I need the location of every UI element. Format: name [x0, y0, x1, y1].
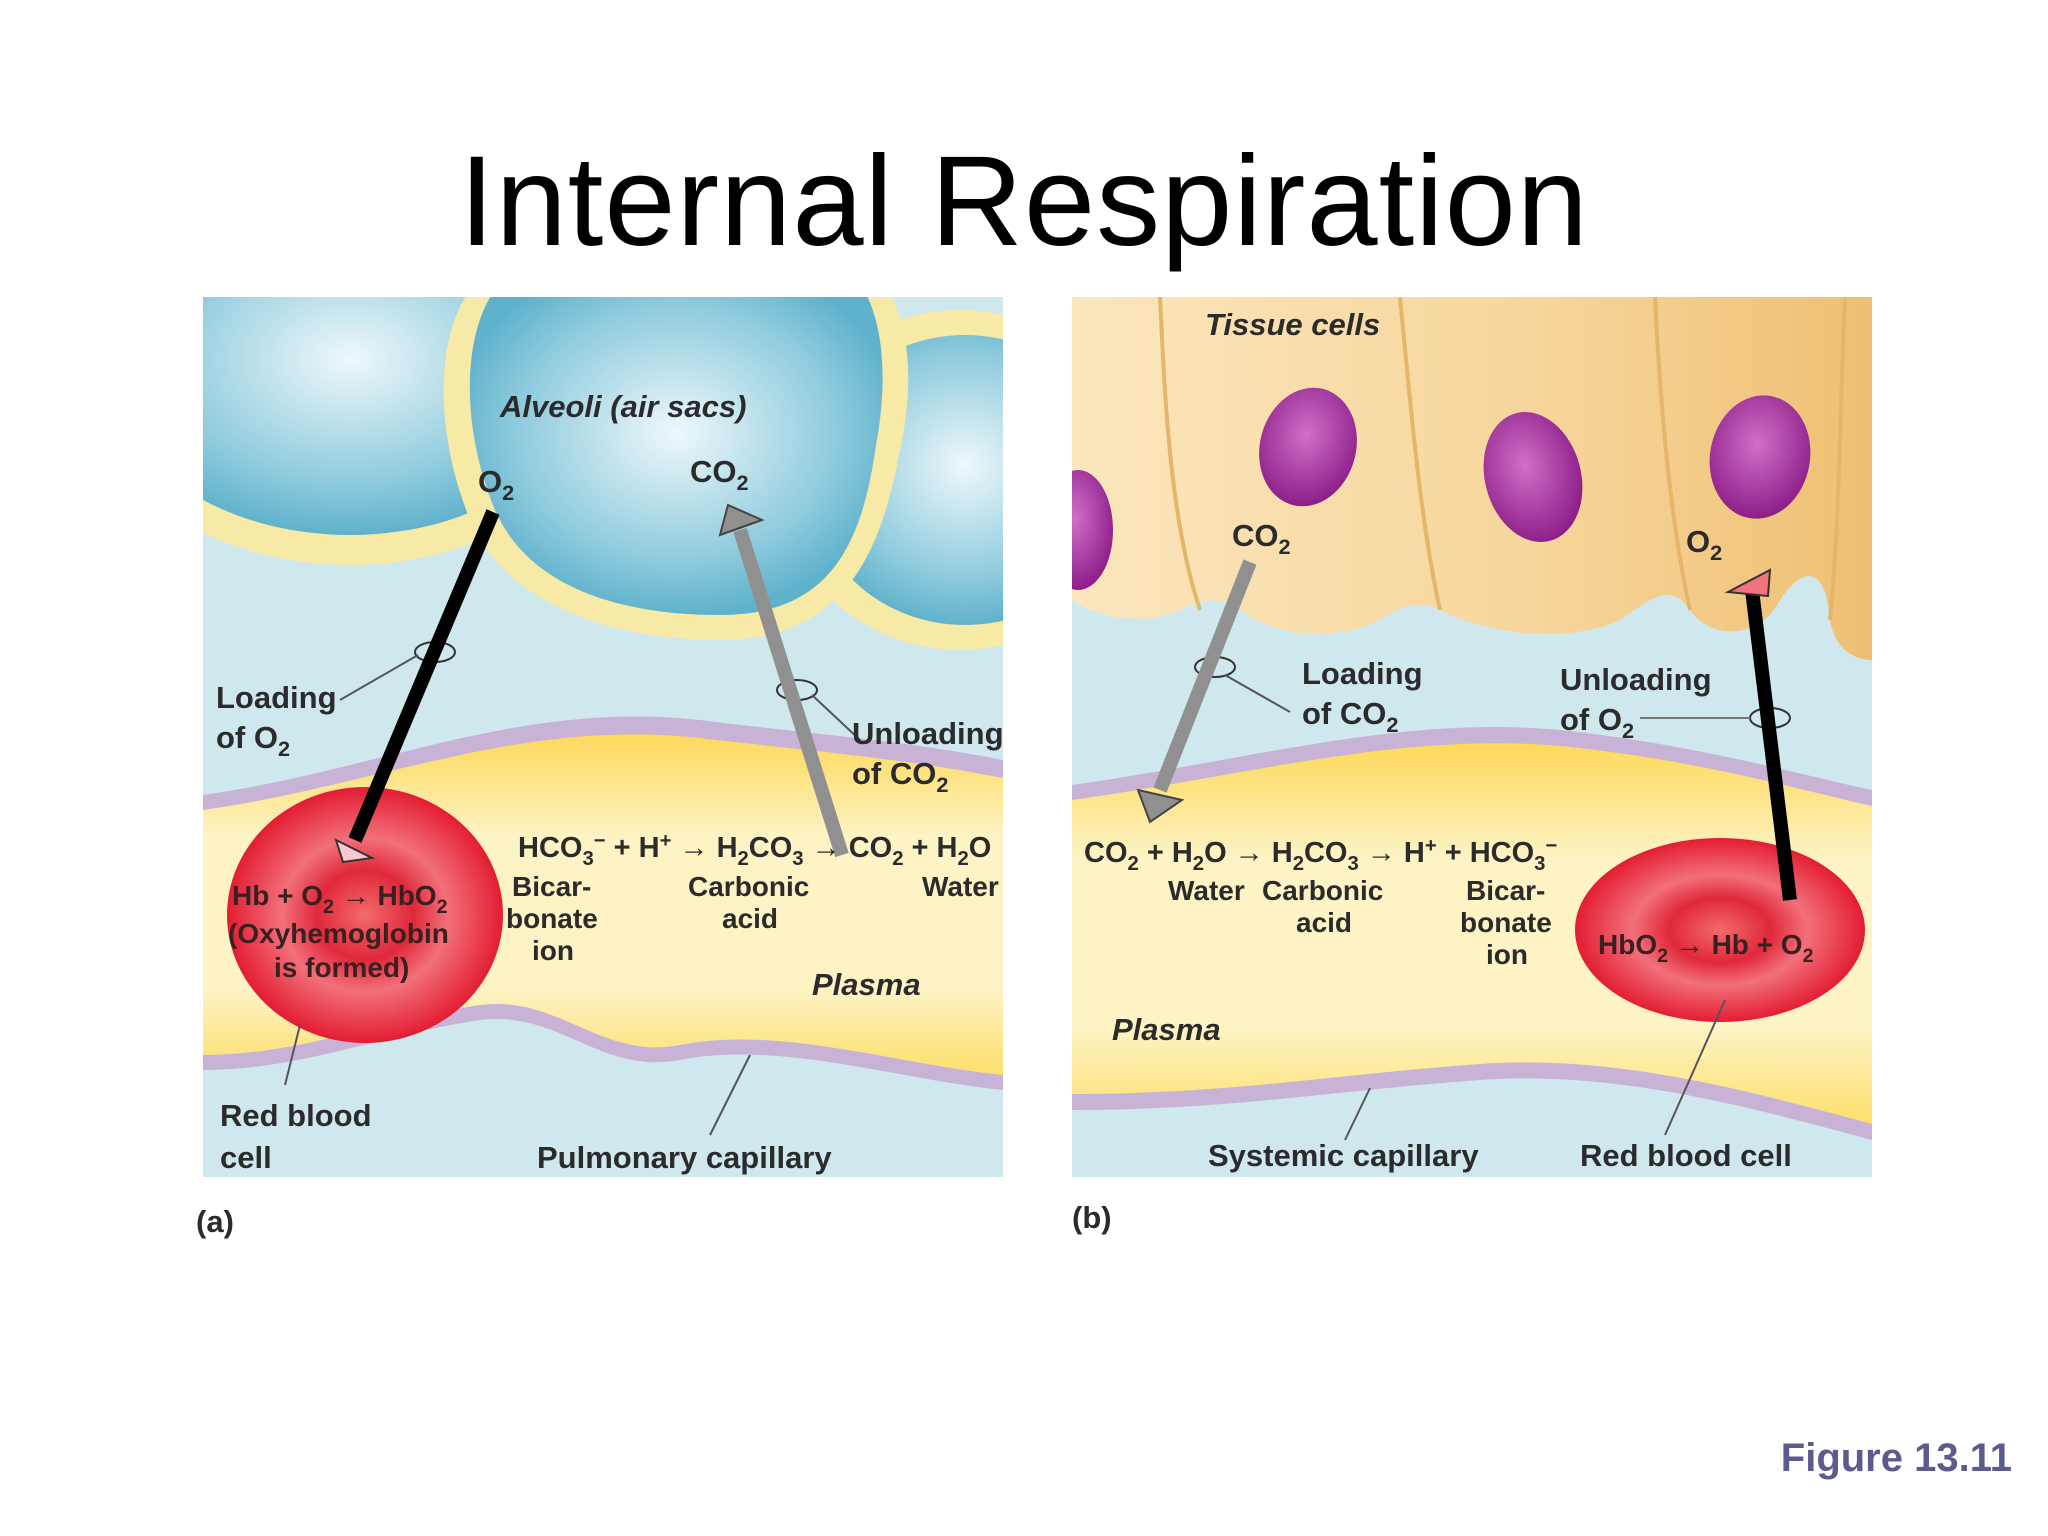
co2-label-b: CO2: [1232, 518, 1291, 559]
o2-label-b: O2: [1686, 524, 1722, 565]
o2-label-a: O2: [478, 464, 514, 505]
water-b: Water: [1168, 875, 1245, 906]
bicarbonate-a-3: ion: [532, 935, 574, 966]
alveolus-main: [469, 297, 883, 615]
slide-title: Internal Respiration: [459, 130, 1589, 273]
co2-arrowhead-a: [718, 503, 765, 537]
alveoli-label: Alveoli (air sacs): [499, 389, 746, 424]
unloading-co2-line2: of CO2: [852, 756, 948, 797]
plasma-label-a: Plasma: [812, 967, 921, 1002]
loading-co2-line2: of CO2: [1302, 696, 1398, 737]
panel-a-tag: (a): [196, 1204, 234, 1239]
carbonic-b-2: acid: [1296, 907, 1352, 938]
pulmonary-capillary-label: Pulmonary capillary: [537, 1140, 832, 1175]
rbc-note-a-2: is formed): [274, 952, 409, 983]
panel-b: [1072, 297, 1872, 1177]
o2-arrowhead-b: [1724, 568, 1772, 598]
systemic-capillary-label: Systemic capillary: [1208, 1138, 1479, 1173]
loading-o2-line1: Loading: [216, 680, 337, 715]
o2-unloading-arrow: [1745, 589, 1797, 901]
bicarbonate-b-1: Bicar-: [1466, 875, 1545, 906]
co2-label-a: CO2: [690, 454, 749, 495]
carbonic-a-2: acid: [722, 903, 778, 934]
rbc-note-a-1: (Oxyhemoglobin: [228, 918, 449, 949]
unloading-o2-line1: Unloading: [1560, 662, 1712, 697]
tissue-cells-label: Tissue cells: [1205, 307, 1380, 342]
bicarbonate-b-3: ion: [1486, 939, 1528, 970]
o2-loading-arrow: [348, 509, 500, 843]
co2-unloading-arrow: [733, 527, 849, 858]
bicarbonate-a-2: bonate: [506, 903, 598, 934]
loading-co2-line1: Loading: [1302, 656, 1423, 691]
equation-a: HCO3− + H+ → H2CO3 → CO2 + H2O: [518, 830, 991, 870]
equation-b: CO2 + H2O → H2CO3 → H+ + HCO3−: [1084, 835, 1557, 875]
bicarbonate-a-1: Bicar-: [512, 871, 591, 902]
plasma-label-b: Plasma: [1112, 1012, 1221, 1047]
alveoli-group: [203, 297, 1003, 650]
tissue-cells-group: [1072, 297, 1872, 660]
o2-arrowhead-a: [334, 838, 376, 864]
nucleus: [1709, 395, 1811, 519]
nucleus: [1072, 470, 1113, 590]
panel-b-tag: (b): [1072, 1200, 1112, 1235]
carbonic-b-1: Carbonic: [1262, 875, 1383, 906]
rbc-equation-a: Hb + O2 → HbO2: [232, 880, 448, 918]
red-blood-cell-a: [227, 787, 503, 1043]
water-a: Water: [922, 871, 999, 902]
nucleus: [1259, 387, 1357, 507]
bicarbonate-b-2: bonate: [1460, 907, 1552, 938]
co2-loading-arrow: [1153, 559, 1257, 793]
rbc-equation-b: HbO2 → Hb + O2: [1598, 929, 1814, 967]
nucleus: [1483, 412, 1583, 542]
red-blood-cell-label-a-2: cell: [220, 1140, 272, 1175]
figure-label: Figure 13.11: [1780, 1436, 2012, 1480]
unloading-o2-line2: of O2: [1560, 702, 1634, 743]
panel-a: [203, 297, 1003, 1177]
red-blood-cell-label-a-1: Red blood: [220, 1098, 372, 1133]
loading-o2-line2: of O2: [216, 720, 290, 761]
carbonic-a-1: Carbonic: [688, 871, 809, 902]
unloading-co2-line1: Unloading: [852, 716, 1004, 751]
red-blood-cell-label-b: Red blood cell: [1580, 1138, 1792, 1173]
co2-arrowhead-b: [1136, 788, 1185, 824]
plasma-region-b: [1072, 743, 1872, 1124]
